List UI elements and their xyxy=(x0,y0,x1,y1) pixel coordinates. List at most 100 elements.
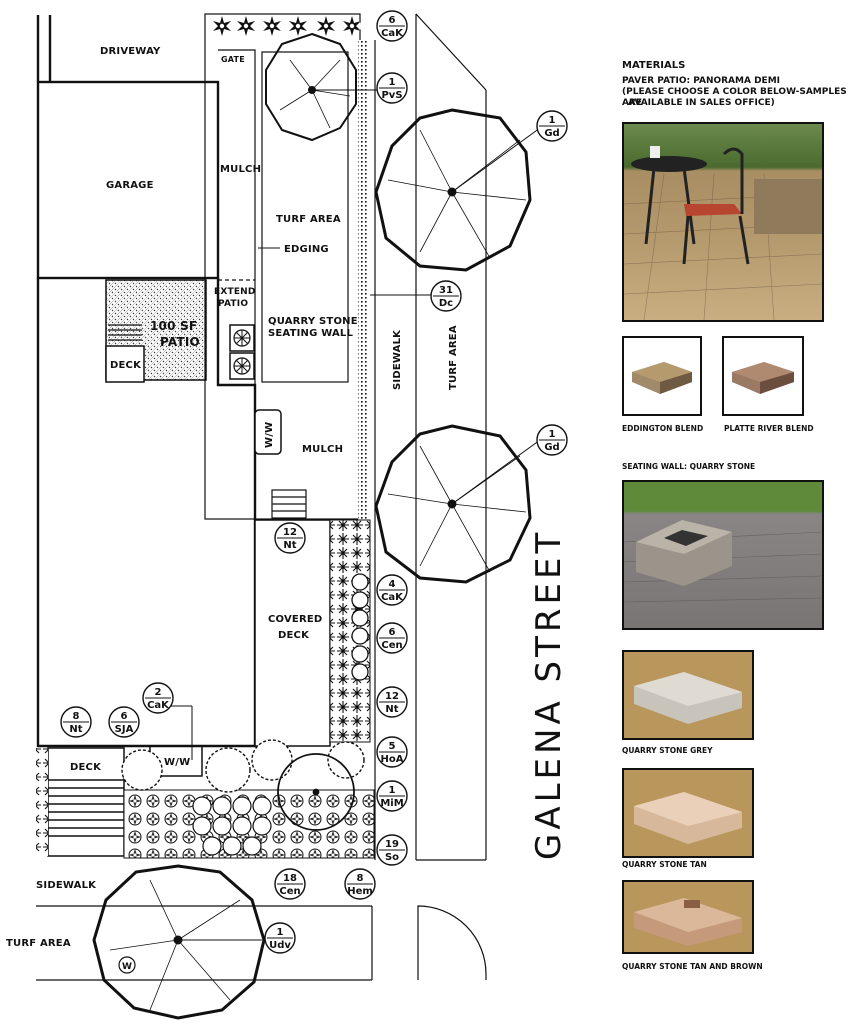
hoa-shrubs xyxy=(121,739,365,793)
mulch-mid-label: MULCH xyxy=(302,444,343,455)
plant-tag-code: MiM xyxy=(380,798,403,809)
front-cen-circles xyxy=(192,796,272,856)
sidewalk-bottom-label: SIDEWALK xyxy=(36,880,97,891)
gd-tree-top xyxy=(374,108,532,272)
street-name: GALENA STREET xyxy=(529,529,569,860)
deck-upper-label: DECK xyxy=(110,360,142,371)
extend-patio-label-1: EXTEND xyxy=(214,287,256,297)
sidewalk-vertical-label: SIDEWALK xyxy=(392,329,403,390)
plant-tag-count: 1 xyxy=(389,77,396,88)
ww-upper-box xyxy=(254,409,282,455)
left-hedge xyxy=(36,748,48,856)
turf-parkway-label: TURF AREA xyxy=(448,325,459,390)
plant-tag-count: 8 xyxy=(73,711,80,722)
ww-upper-label: W/W xyxy=(264,422,275,448)
gate-label: GATE xyxy=(221,55,245,64)
sidewalk-bottom-lines xyxy=(36,905,487,981)
materials-title: MATERIALS xyxy=(622,60,686,71)
plant-tag-count: 18 xyxy=(283,873,297,884)
platte-river-blend-swatch xyxy=(722,336,804,416)
covered-deck-label-2: DECK xyxy=(278,630,310,641)
plant-tags: 6CaK1PvS1Gd31Dc1Gd12Nt4CaK6Cen12Nt2CaK8N… xyxy=(60,10,568,954)
plant-tag-count: 12 xyxy=(385,691,399,702)
seating-wall-caption: SEATING WALL: QUARRY STONE xyxy=(622,462,756,471)
eddington-blend-swatch xyxy=(622,336,702,416)
plant-tag-code: So xyxy=(385,852,399,863)
mim-tree xyxy=(277,753,355,831)
quarry-grey-caption: QUARRY STONE GREY xyxy=(622,746,713,755)
patio-label-1: 100 SF xyxy=(150,319,197,333)
plant-tag-code: Nt xyxy=(69,724,82,735)
gd-tree-mid xyxy=(374,424,532,584)
plant-tag-count: 8 xyxy=(357,873,364,884)
ww-lower-label: W/W xyxy=(164,757,190,768)
plant-tag-count: 1 xyxy=(549,429,556,440)
paver-line-1: PAVER PATIO: PANORAMA DEMI xyxy=(622,76,781,86)
plant-tag-code: Hem xyxy=(347,886,373,897)
platte-river-blend-caption: PLATTE RIVER BLEND xyxy=(724,424,814,433)
plant-tag-code: Nt xyxy=(283,540,296,551)
plant-tag-code: Gd xyxy=(544,128,559,139)
plant-tag-code: HoA xyxy=(381,754,404,765)
plant-tag-count: 1 xyxy=(389,785,396,796)
plant-tag-gd-mid: 1Gd xyxy=(536,424,568,456)
plant-tag-code: CaK xyxy=(381,28,404,39)
cen-circles xyxy=(351,573,369,681)
quarry-wall-label-2: SEATING WALL xyxy=(268,328,353,339)
garage-label: GARAGE xyxy=(106,180,154,191)
driveway-label: DRIVEWAY xyxy=(100,46,161,57)
quarry-tan-brown-photo xyxy=(622,880,754,954)
plant-tag-count: 5 xyxy=(389,741,396,752)
paver-block-icon xyxy=(632,362,692,394)
deck-stairs-upper xyxy=(108,324,142,341)
top-shrub-row xyxy=(213,16,361,36)
seating-wall-photo xyxy=(622,480,824,630)
paver-block-icon xyxy=(732,362,794,394)
pvs-tree xyxy=(265,32,357,142)
patio-furniture-icon xyxy=(624,146,822,320)
quarry-tan-photo xyxy=(622,768,754,858)
patio-label-2: PATIO xyxy=(160,335,200,349)
covered-deck-label-1: COVERED xyxy=(268,614,322,625)
plant-tag-count: 6 xyxy=(121,711,128,722)
plant-tag-count: 31 xyxy=(439,285,453,296)
lower-deck xyxy=(47,745,203,857)
plant-tag-code: PvS xyxy=(381,90,402,101)
plant-tag-count: 1 xyxy=(549,115,556,126)
plant-tag-code: Dc xyxy=(439,298,453,309)
deck-stairs-mid xyxy=(271,489,307,519)
udv-tree xyxy=(92,864,266,1020)
gd-leader-top xyxy=(451,127,541,193)
quarry-tan-brown-caption: QUARRY STONE TAN AND BROWN xyxy=(622,962,763,971)
seating-wall-planters xyxy=(229,324,255,380)
w-marker-label: W xyxy=(122,962,132,972)
plant-tag-nt-8: 8Nt xyxy=(60,706,92,738)
edging-label: EDGING xyxy=(284,244,329,255)
parkway-lines xyxy=(374,13,487,861)
plant-tag-code: CaK xyxy=(147,700,170,711)
dc-hedge xyxy=(358,40,368,520)
mulch-top-label: MULCH xyxy=(220,164,261,175)
plant-tag-code: Cen xyxy=(381,640,402,651)
plant-tag-count: 4 xyxy=(389,579,396,590)
plant-tag-code: Nt xyxy=(385,704,398,715)
gd-leader-mid xyxy=(451,439,541,505)
plant-tag-code: SJA xyxy=(115,724,134,735)
turf-yard-label: TURF AREA xyxy=(276,214,341,225)
paver-line-2: (PLEASE CHOOSE A COLOR BELOW-SAMPLES ARE xyxy=(622,87,847,108)
plant-tag-code: Gd xyxy=(544,442,559,453)
upper-deck xyxy=(105,345,145,383)
